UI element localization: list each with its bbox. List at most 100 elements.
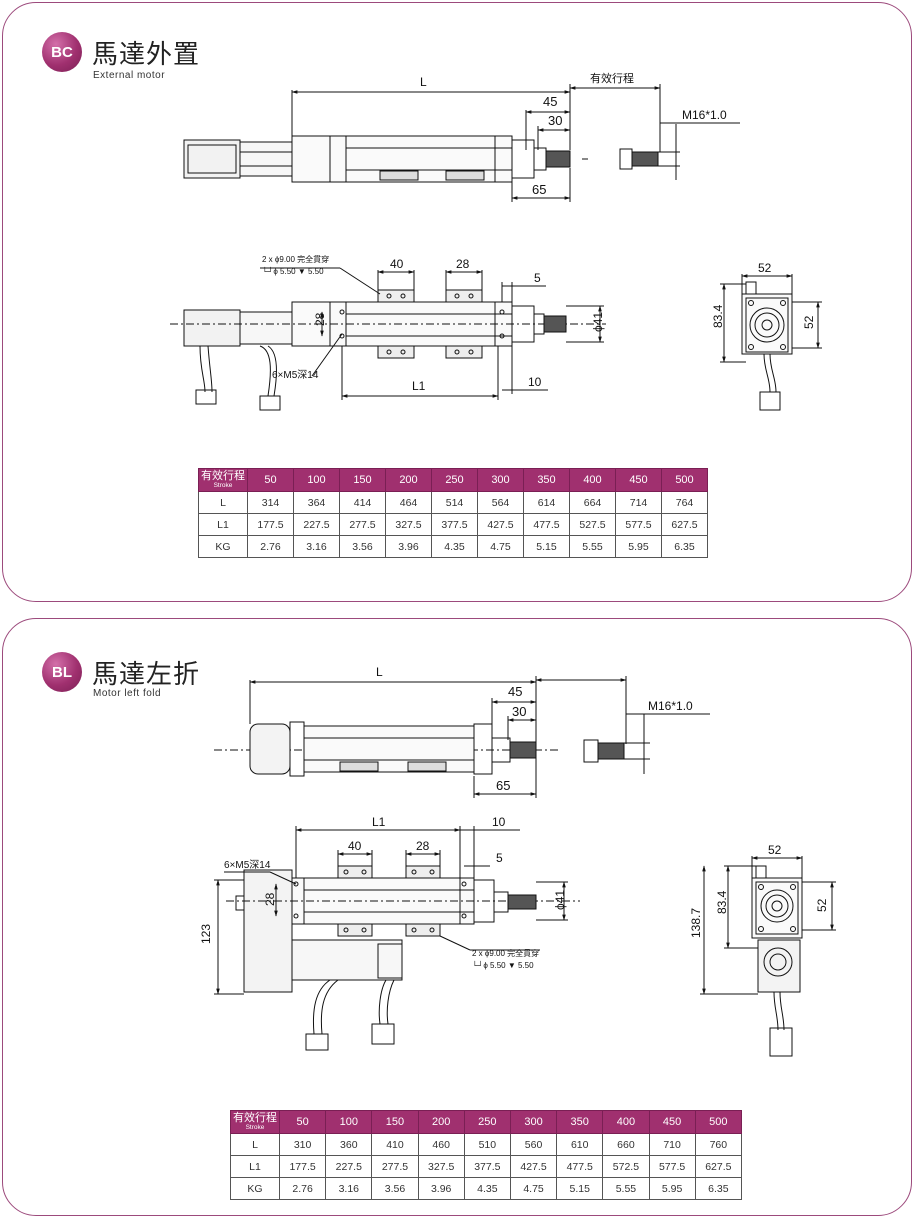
cell: 477.5 (523, 513, 570, 536)
dim-28-top: 28 (456, 257, 470, 271)
cell: 4.75 (509, 1177, 558, 1200)
cell: 2.76 (247, 535, 294, 558)
cell: 3.16 (293, 535, 340, 558)
cell: 427.5 (509, 1155, 558, 1178)
stroke-col: 350 (556, 1110, 604, 1134)
dim-5: 5 (534, 271, 541, 285)
stroke-col: 50 (247, 468, 294, 492)
cell: 414 (339, 491, 386, 514)
cell: 360 (325, 1133, 373, 1156)
row-label: L1 (198, 513, 248, 536)
dim-tap: 6×M5深14 (272, 369, 319, 381)
stroke-col: 350 (523, 468, 570, 492)
cell: 710 (648, 1133, 696, 1156)
dim-stroke-label: 有效行程 (590, 71, 634, 85)
cell: 6.35 (694, 1177, 743, 1200)
cell: 3.56 (371, 1177, 419, 1200)
cell: 5.95 (615, 535, 662, 558)
stroke-col: 250 (431, 468, 478, 492)
cell: 3.96 (385, 535, 432, 558)
table-row: L1 177.5 227.5 277.5 327.5 377.5 427.5 4… (198, 513, 708, 536)
hole-spec-line-1: 2 x ϕ9.00 完全貫穿 (262, 254, 329, 264)
dim-41: ϕ41 (591, 312, 605, 332)
dim-10: 10 (528, 375, 542, 389)
cell: 277.5 (339, 513, 386, 536)
cell: 310 (278, 1133, 327, 1156)
cell: 377.5 (463, 1155, 511, 1178)
section-title-bl: 馬達左折 (92, 660, 201, 690)
stroke-col: 200 (417, 1110, 465, 1134)
external-motor-drawing: L 有效行程 45 30 65 M16*1.0 2 x ϕ9.00 完全貫穿 └… (170, 71, 822, 411)
dim-28-side: 28 (313, 312, 327, 326)
row-label: KG (230, 1177, 280, 1200)
cell: 564 (477, 491, 524, 514)
cell: 177.5 (278, 1155, 327, 1178)
cell: 277.5 (371, 1155, 419, 1178)
cell: 764 (661, 491, 708, 514)
cell: 410 (371, 1133, 419, 1156)
cell: 5.15 (523, 535, 570, 558)
cell: 6.35 (661, 535, 708, 558)
stroke-col: 300 (477, 468, 524, 492)
stroke-col: 400 (569, 468, 616, 492)
cell: 714 (615, 491, 662, 514)
row-label: L (230, 1133, 280, 1156)
stroke-col: 100 (293, 468, 340, 492)
table-row: KG 2.76 3.16 3.56 3.96 4.35 4.75 5.15 5.… (198, 535, 708, 558)
dim-thread: M16*1.0 (682, 108, 727, 122)
dim-30: 30 (548, 113, 562, 128)
stroke-col: 450 (648, 1110, 696, 1134)
stroke-col: 250 (463, 1110, 511, 1134)
cell: 227.5 (325, 1155, 373, 1178)
table-row: L 310 360 410 460 510 560 610 660 710 76… (230, 1133, 743, 1156)
table-row: KG 2.76 3.16 3.56 3.96 4.35 4.75 5.15 5.… (230, 1177, 743, 1200)
cell: 577.5 (615, 513, 662, 536)
cell: 5.55 (569, 535, 616, 558)
dim-45: 45 (543, 94, 557, 109)
cell: 514 (431, 491, 478, 514)
cell: 5.95 (648, 1177, 696, 1200)
cell: 427.5 (477, 513, 524, 536)
dim-83-4: 83.4 (711, 304, 725, 328)
stroke-col: 100 (325, 1110, 373, 1134)
cell: 5.15 (556, 1177, 604, 1200)
dim-52-top: 52 (758, 261, 772, 275)
stroke-col: 500 (661, 468, 708, 492)
dim-52-side: 52 (802, 315, 816, 329)
cell: 227.5 (293, 513, 340, 536)
cell: 610 (556, 1133, 604, 1156)
stroke-col: 500 (694, 1110, 743, 1134)
row-label: KG (198, 535, 248, 558)
cell: 460 (417, 1133, 465, 1156)
cell: 664 (569, 491, 616, 514)
cell: 572.5 (602, 1155, 650, 1178)
section-badge-bc: BC (42, 32, 82, 72)
stroke-col: 450 (615, 468, 662, 492)
stroke-col: 150 (339, 468, 386, 492)
cell: 614 (523, 491, 570, 514)
stroke-col: 150 (371, 1110, 419, 1134)
cell: 760 (694, 1133, 743, 1156)
stroke-col: 300 (509, 1110, 558, 1134)
cell: 377.5 (431, 513, 478, 536)
cell: 3.96 (417, 1177, 465, 1200)
cell: 660 (602, 1133, 650, 1156)
dim-L1: L1 (412, 379, 426, 393)
stroke-col: 50 (278, 1110, 327, 1134)
stroke-col: 200 (385, 468, 432, 492)
cell: 527.5 (569, 513, 616, 536)
section-subtitle-bc: External motor (93, 70, 166, 81)
cell: 4.75 (477, 535, 524, 558)
section-badge-bl: BL (42, 652, 82, 692)
cell: 327.5 (417, 1155, 465, 1178)
cell: 464 (385, 491, 432, 514)
cell: 577.5 (648, 1155, 696, 1178)
cell: 5.55 (602, 1177, 650, 1200)
row-label: L1 (230, 1155, 280, 1178)
